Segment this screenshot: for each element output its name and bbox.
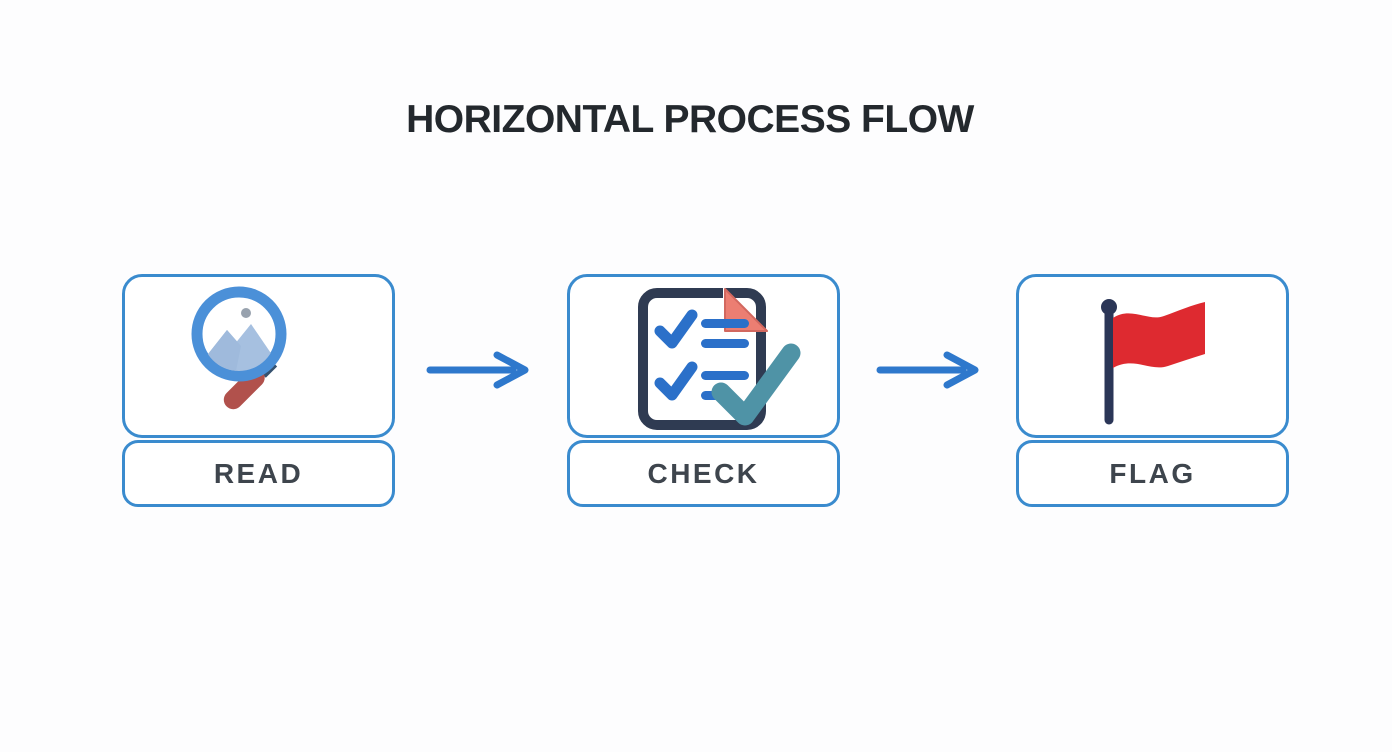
- magnifier-image-icon: [191, 286, 286, 410]
- red-flag-icon: [1100, 299, 1205, 425]
- step-read: READ: [122, 274, 395, 507]
- step-label: CHECK: [647, 457, 760, 489]
- check-icon-panel: [567, 274, 840, 438]
- step-flag: FLAG: [1016, 274, 1289, 507]
- step-label: FLAG: [1109, 457, 1196, 489]
- checklist-document-icon: [638, 286, 801, 430]
- check-label-panel: CHECK: [567, 440, 840, 507]
- flag-icon-panel: [1016, 274, 1289, 438]
- read-label-panel: READ: [122, 440, 395, 507]
- read-icon-panel: [122, 274, 395, 438]
- flag-label-panel: FLAG: [1016, 440, 1289, 507]
- step-check: CHECK: [567, 274, 840, 507]
- step-label: READ: [213, 457, 304, 489]
- flow-arrow-icon: [426, 351, 529, 389]
- diagram-title: HORIZONTAL PROCESS FLOW: [406, 98, 974, 141]
- flow-arrow-icon: [876, 351, 979, 389]
